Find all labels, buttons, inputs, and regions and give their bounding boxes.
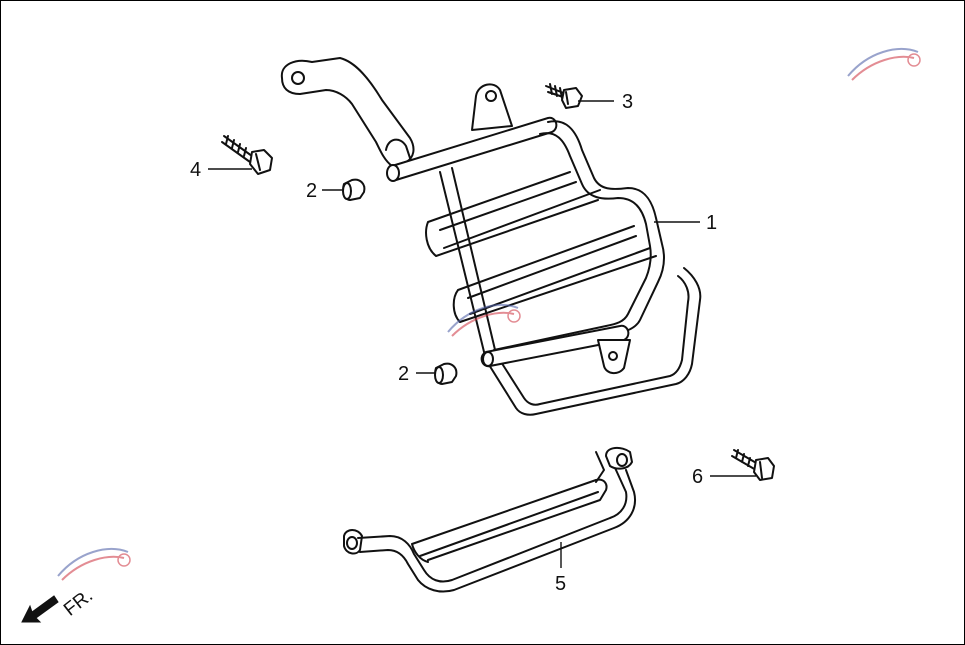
part-5-step-frame (343, 446, 636, 593)
callout-4: 4 (190, 159, 202, 181)
part-1-guard-frame (280, 57, 702, 416)
part-2-cap-lower (434, 362, 458, 385)
lower-tube-end (482, 351, 494, 367)
callout-6: 6 (692, 466, 704, 488)
outer-frame-tube-inner (493, 132, 652, 351)
bracket-clamp (385, 138, 411, 159)
part-3-bolt (545, 83, 583, 109)
step-outer-tube-inner (359, 469, 636, 593)
callout-1: 1 (706, 212, 718, 234)
slat-2 (452, 225, 657, 323)
moto-logo-watermark (57, 48, 921, 581)
part-6-bolt (731, 449, 775, 481)
bracket-hole (291, 71, 305, 85)
upper-tab-bracket (471, 83, 513, 131)
lower-tab-hole (608, 351, 618, 361)
slat-1 (425, 171, 601, 257)
left-vertical-rail (439, 171, 702, 416)
callout-2-lower: 2 (398, 363, 410, 385)
callout-5: 5 (555, 573, 567, 595)
callout-3: 3 (622, 91, 634, 113)
part-2-cap-upper (342, 178, 366, 201)
step-rung (595, 451, 605, 483)
front-arrow-icon (21, 595, 59, 623)
left-vertical-rail-inner (451, 167, 690, 406)
callout-2-upper: 2 (306, 180, 318, 202)
upper-tab-hole (485, 90, 497, 102)
leader-lines (208, 100, 756, 568)
step-outer-tube (357, 453, 628, 583)
outer-frame-tube (499, 120, 666, 359)
part-4-bolt (221, 135, 273, 175)
tube-end (386, 164, 400, 182)
step-inner-rail (411, 478, 608, 563)
